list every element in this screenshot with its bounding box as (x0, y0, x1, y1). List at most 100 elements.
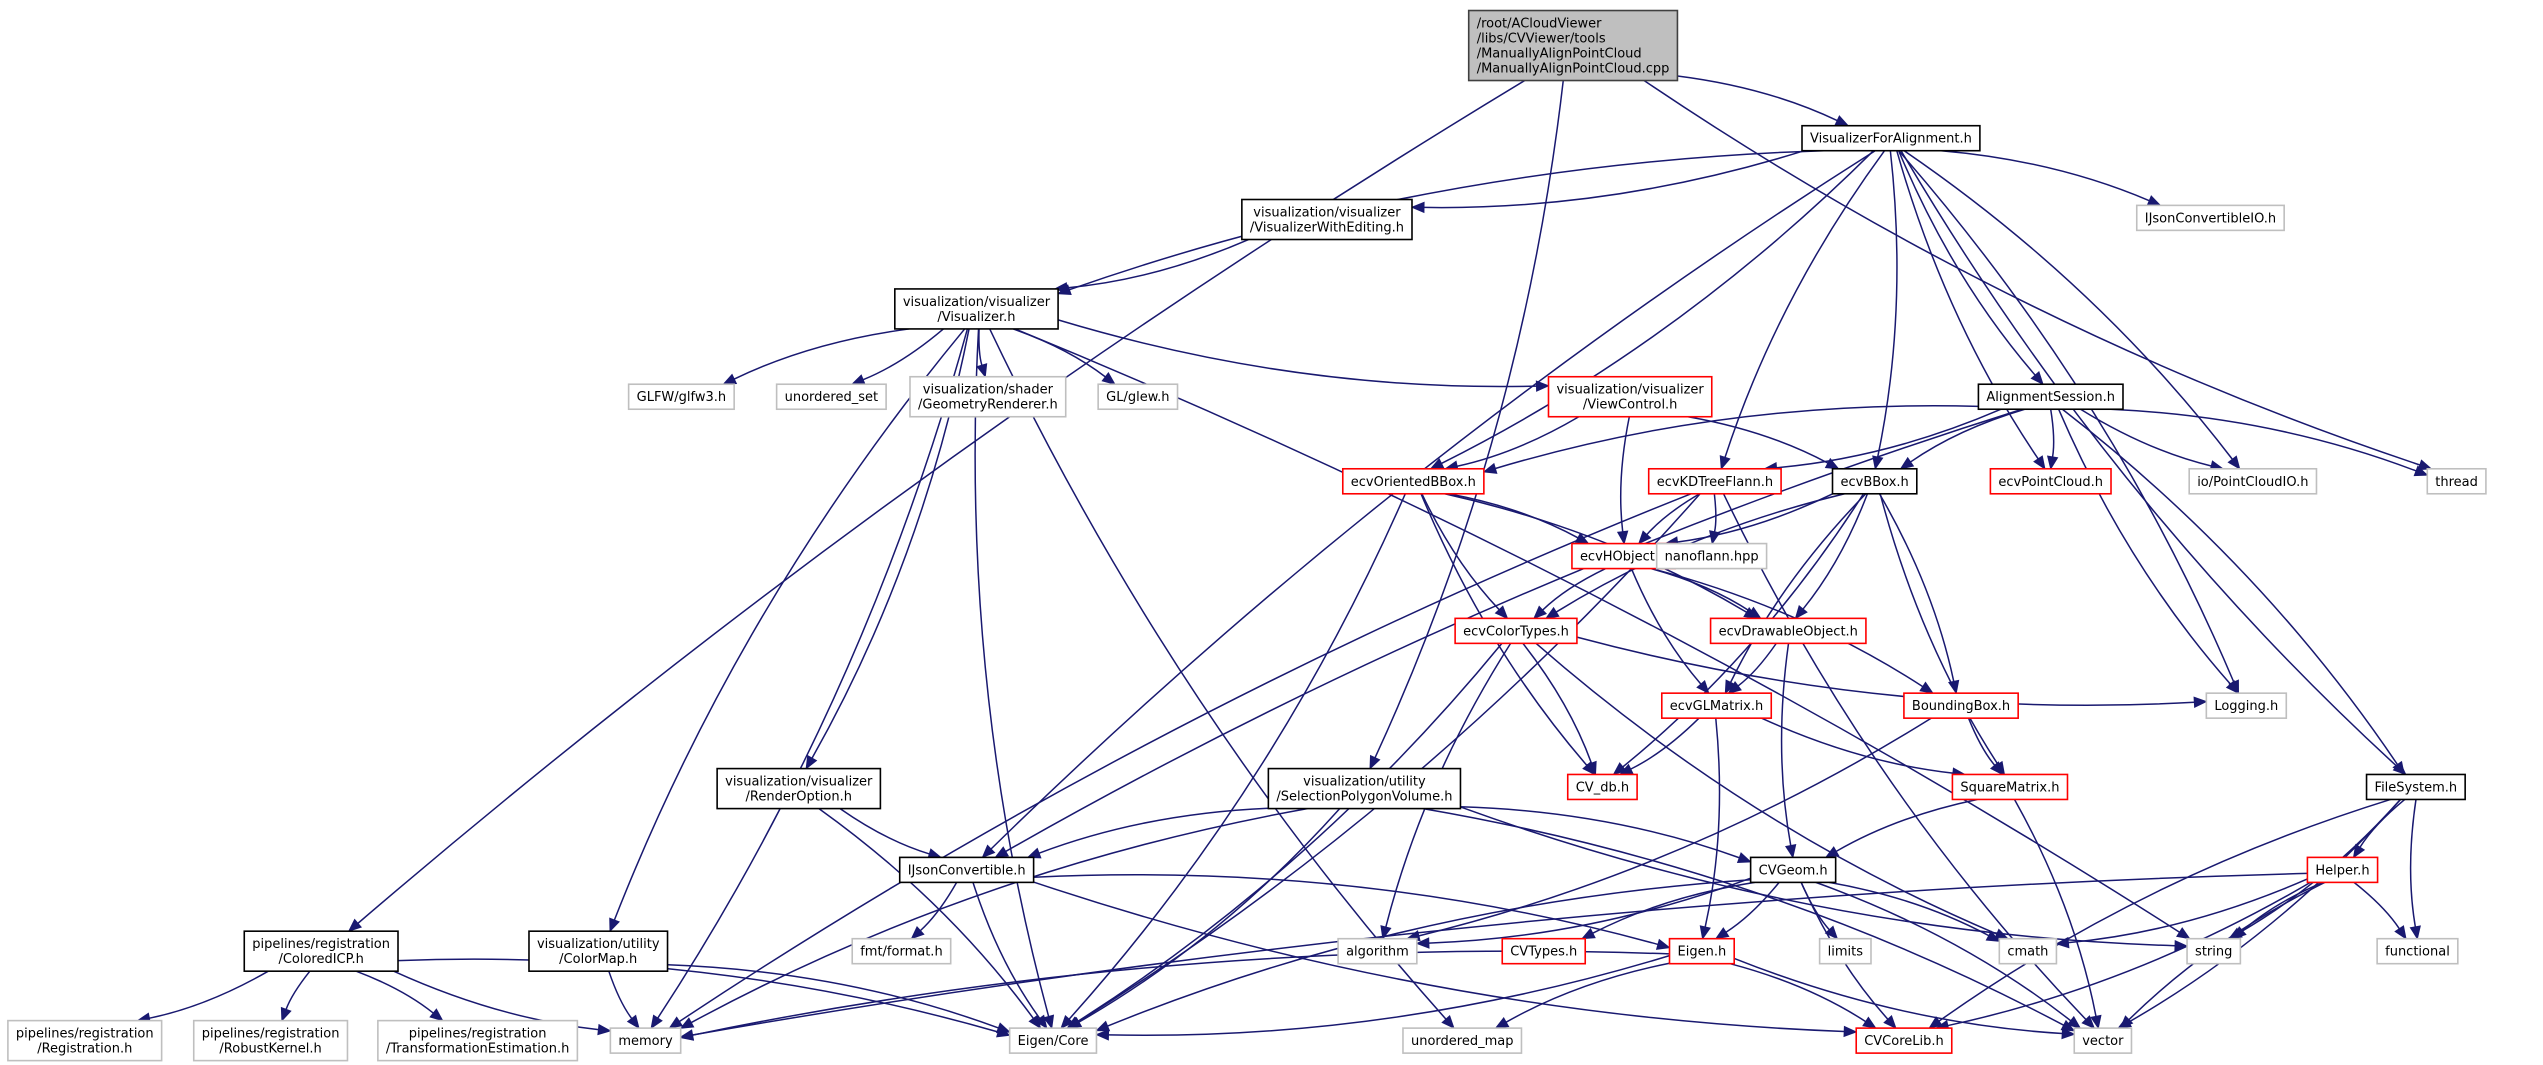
node-box[interactable] (1008, 1027, 1098, 1054)
node-box[interactable] (894, 288, 1059, 330)
node-eigenh[interactable]: Eigen.h (1668, 937, 1735, 965)
node-box[interactable] (1989, 467, 2112, 495)
arrowhead-icon (2392, 760, 2405, 776)
node-box[interactable] (377, 1019, 579, 1062)
node-uset[interactable]: unordered_set (775, 383, 887, 411)
node-reg[interactable]: pipelines/registration/Registration.h (7, 1019, 163, 1062)
node-ctypes[interactable]: ecvColorTypes.h (1454, 617, 1578, 645)
node-functional[interactable]: functional (2376, 937, 2459, 965)
node-box[interactable] (7, 1019, 163, 1062)
node-vwe[interactable]: visualization/visualizer/VisualizerWithE… (1241, 198, 1413, 241)
node-memory[interactable]: memory (609, 1027, 682, 1054)
node-cvgeom[interactable]: CVGeom.h (1749, 856, 1837, 884)
node-obb[interactable]: ecvOrientedBBox.h (1341, 467, 1485, 495)
node-string[interactable]: string (2186, 937, 2242, 965)
node-box[interactable] (2186, 937, 2242, 965)
node-corelib[interactable]: CVCoreLib.h (1855, 1027, 1953, 1054)
node-ijc[interactable]: IJsonConvertible.h (898, 856, 1035, 884)
node-coloredicp[interactable]: pipelines/registration/ColoredICP.h (243, 930, 399, 972)
node-box[interactable] (1547, 375, 1713, 418)
node-box[interactable] (1267, 767, 1462, 810)
node-box[interactable] (1454, 617, 1578, 645)
node-box[interactable] (192, 1019, 349, 1062)
node-algorithm[interactable]: algorithm (1337, 937, 1418, 965)
node-box[interactable] (1647, 467, 1782, 495)
node-box[interactable] (1467, 9, 1679, 82)
node-drawable[interactable]: ecvDrawableObject.h (1709, 617, 1867, 645)
node-box[interactable] (2205, 692, 2288, 719)
node-box[interactable] (1341, 467, 1485, 495)
node-box[interactable] (1668, 937, 1735, 965)
node-cmath[interactable]: cmath (1998, 937, 2058, 965)
node-logging[interactable]: Logging.h (2205, 692, 2288, 719)
node-box[interactable] (1566, 773, 1638, 801)
node-box[interactable] (1818, 937, 1872, 965)
node-box[interactable] (2073, 1027, 2133, 1054)
node-bbh[interactable]: BoundingBox.h (1903, 692, 2019, 719)
node-transest[interactable]: pipelines/registration/TransformationEst… (377, 1019, 579, 1062)
node-box[interactable] (528, 930, 669, 972)
node-box[interactable] (2365, 773, 2466, 801)
node-bbox[interactable]: ecvBBox.h (1831, 467, 1918, 495)
node-box[interactable] (1097, 383, 1179, 411)
node-umap[interactable]: unordered_map (1402, 1027, 1523, 1054)
node-box[interactable] (1337, 937, 1418, 965)
node-eigencore[interactable]: Eigen/Core (1008, 1027, 1098, 1054)
node-aligns[interactable]: AlignmentSession.h (1977, 383, 2124, 411)
node-box[interactable] (1998, 937, 2058, 965)
node-kdt[interactable]: ecvKDTreeFlann.h (1647, 467, 1782, 495)
node-box[interactable] (898, 856, 1035, 884)
node-fs[interactable]: FileSystem.h (2365, 773, 2466, 801)
node-box[interactable] (2135, 204, 2285, 232)
node-pcio[interactable]: io/PointCloudIO.h (2188, 467, 2318, 495)
node-vis[interactable]: visualization/visualizer/Visualizer.h (894, 288, 1059, 330)
node-box[interactable] (2376, 937, 2459, 965)
node-glew[interactable]: GL/glew.h (1097, 383, 1179, 411)
node-box[interactable] (1951, 773, 2069, 801)
node-box[interactable] (1749, 856, 1837, 884)
node-box[interactable] (243, 930, 399, 972)
node-box[interactable] (1831, 467, 1918, 495)
node-thread[interactable]: thread (2426, 467, 2487, 495)
node-box[interactable] (1903, 692, 2019, 719)
node-box[interactable] (716, 767, 882, 810)
node-ijcio[interactable]: IJsonConvertibleIO.h (2135, 204, 2285, 232)
node-robust[interactable]: pipelines/registration/RobustKernel.h (192, 1019, 349, 1062)
node-box[interactable] (1855, 1027, 1953, 1054)
node-box[interactable] (1977, 383, 2124, 411)
node-box[interactable] (609, 1027, 682, 1054)
node-georend[interactable]: visualization/shader/GeometryRenderer.h (909, 375, 1067, 418)
node-cvdb[interactable]: CV_db.h (1566, 773, 1638, 801)
node-box[interactable] (775, 383, 887, 411)
node-glmat[interactable]: ecvGLMatrix.h (1660, 692, 1773, 719)
node-limits[interactable]: limits (1818, 937, 1872, 965)
node-box[interactable] (1402, 1027, 1523, 1054)
node-box[interactable] (2426, 467, 2487, 495)
node-box[interactable] (2188, 467, 2318, 495)
edge-hobj-to-ctypes (1533, 567, 1606, 620)
node-sqm[interactable]: SquareMatrix.h (1951, 773, 2069, 801)
node-fmt[interactable]: fmt/format.h (851, 937, 952, 965)
node-viewctl[interactable]: visualization/visualizer/ViewControl.h (1547, 375, 1713, 418)
node-box[interactable] (851, 937, 952, 965)
node-box[interactable] (1709, 617, 1867, 645)
node-colormap[interactable]: visualization/utility/ColorMap.h (528, 930, 669, 972)
node-box[interactable] (627, 383, 735, 411)
node-box[interactable] (1660, 692, 1773, 719)
node-box[interactable] (909, 375, 1067, 418)
node-cvtypes[interactable]: CVTypes.h (1501, 937, 1587, 965)
node-box[interactable] (1655, 542, 1768, 570)
node-box[interactable] (1241, 198, 1413, 241)
node-box[interactable] (1501, 937, 1587, 965)
node-helper[interactable]: Helper.h (2306, 856, 2379, 884)
node-selpoly[interactable]: visualization/utility/SelectionPolygonVo… (1267, 767, 1462, 810)
node-vector[interactable]: vector (2073, 1027, 2133, 1054)
node-pcl[interactable]: ecvPointCloud.h (1989, 467, 2112, 495)
node-glfw[interactable]: GLFW/glfw3.h (627, 383, 735, 411)
node-box[interactable] (2306, 856, 2379, 884)
node-box[interactable] (1801, 124, 1981, 152)
node-root[interactable]: /root/ACloudViewer/libs/CVViewer/tools/M… (1467, 9, 1679, 82)
node-nano[interactable]: nanoflann.hpp (1655, 542, 1768, 570)
node-renderopt[interactable]: visualization/visualizer/RenderOption.h (716, 767, 882, 810)
node-vfa[interactable]: VisualizerForAlignment.h (1801, 124, 1981, 152)
